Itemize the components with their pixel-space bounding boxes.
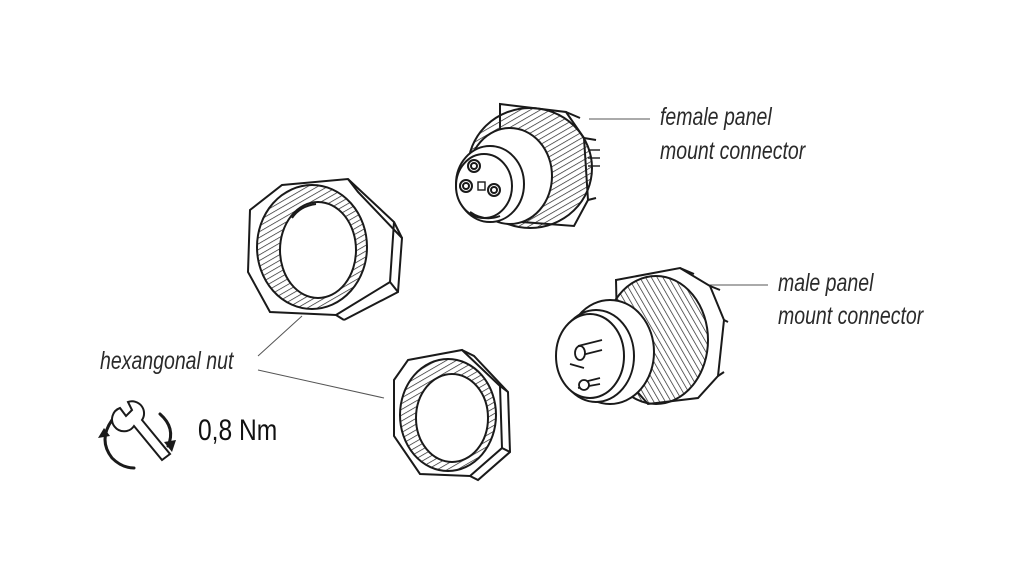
- female-connector: [455, 102, 600, 229]
- leader-nut-lower: [257, 369, 385, 399]
- wrench-torque-icon: [98, 400, 176, 470]
- male-connector: [555, 266, 729, 406]
- label-hex-nut: hexangonal nut: [100, 347, 234, 375]
- label-male-line2: mount connector: [778, 302, 924, 330]
- leader-lines: [257, 118, 768, 399]
- label-female-line1: female panel: [660, 103, 772, 131]
- hex-nut-large: [246, 177, 404, 321]
- torque-value: 0,8 Nm: [198, 414, 278, 447]
- label-female-line2: mount connector: [660, 137, 806, 165]
- label-male-line1: male panel: [778, 269, 874, 297]
- hex-nut-small: [393, 348, 512, 482]
- leader-nut-upper: [257, 315, 303, 357]
